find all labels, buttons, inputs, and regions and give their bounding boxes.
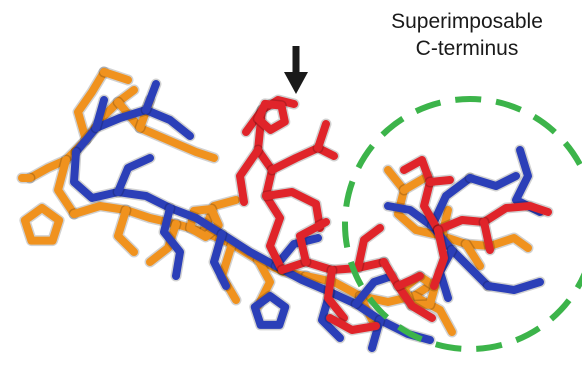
orange-bond (462, 240, 484, 270)
red-bond (262, 188, 324, 232)
red-bond (394, 272, 424, 290)
orange-ring (20, 204, 64, 245)
red-bond (236, 146, 262, 206)
orange-bond (410, 292, 456, 336)
blue-structure (68, 78, 546, 354)
red-bond (324, 266, 348, 322)
red-bond (296, 218, 330, 266)
blue-bond (210, 230, 230, 290)
down-arrow-icon (284, 72, 308, 94)
annotation-line-1: Superimposable (391, 10, 543, 33)
red-structure (234, 94, 554, 336)
orange-bond (74, 68, 108, 144)
annotation-line-2: C-terminus (415, 37, 519, 60)
orange-bond (486, 234, 532, 252)
blue-bond (272, 234, 322, 270)
blue-bond (70, 148, 434, 344)
c-terminus-dashed-circle (342, 96, 582, 352)
blue-bond (428, 174, 474, 230)
orange-bond (400, 172, 432, 194)
orange-bond (114, 98, 218, 162)
blue-bond (466, 172, 520, 190)
red-bond (426, 176, 454, 186)
blue-bond (92, 96, 108, 132)
red-bond (326, 314, 380, 334)
orange-ring (186, 205, 223, 241)
red-bond (434, 202, 552, 234)
orange-bond (114, 206, 138, 256)
orange-bond (100, 68, 132, 84)
annotation-marks (284, 46, 582, 352)
orange-bond (146, 220, 180, 266)
red-bond (268, 144, 338, 174)
orange-bond (54, 156, 78, 218)
red-bond (480, 218, 494, 254)
blue-bond (160, 204, 184, 280)
red-bond (354, 224, 384, 272)
blue-bond (72, 106, 194, 156)
blue-bond (352, 272, 396, 308)
red-bond (430, 226, 448, 290)
red-ring (254, 99, 289, 134)
blue-bond (142, 80, 160, 114)
blue-ring (250, 292, 290, 329)
blue-bond (484, 278, 544, 294)
red-bond (380, 258, 436, 322)
red-bond (314, 120, 330, 152)
c-terminus-annotation: Superimposable C-terminus (352, 8, 582, 62)
blue-bond (114, 154, 154, 196)
